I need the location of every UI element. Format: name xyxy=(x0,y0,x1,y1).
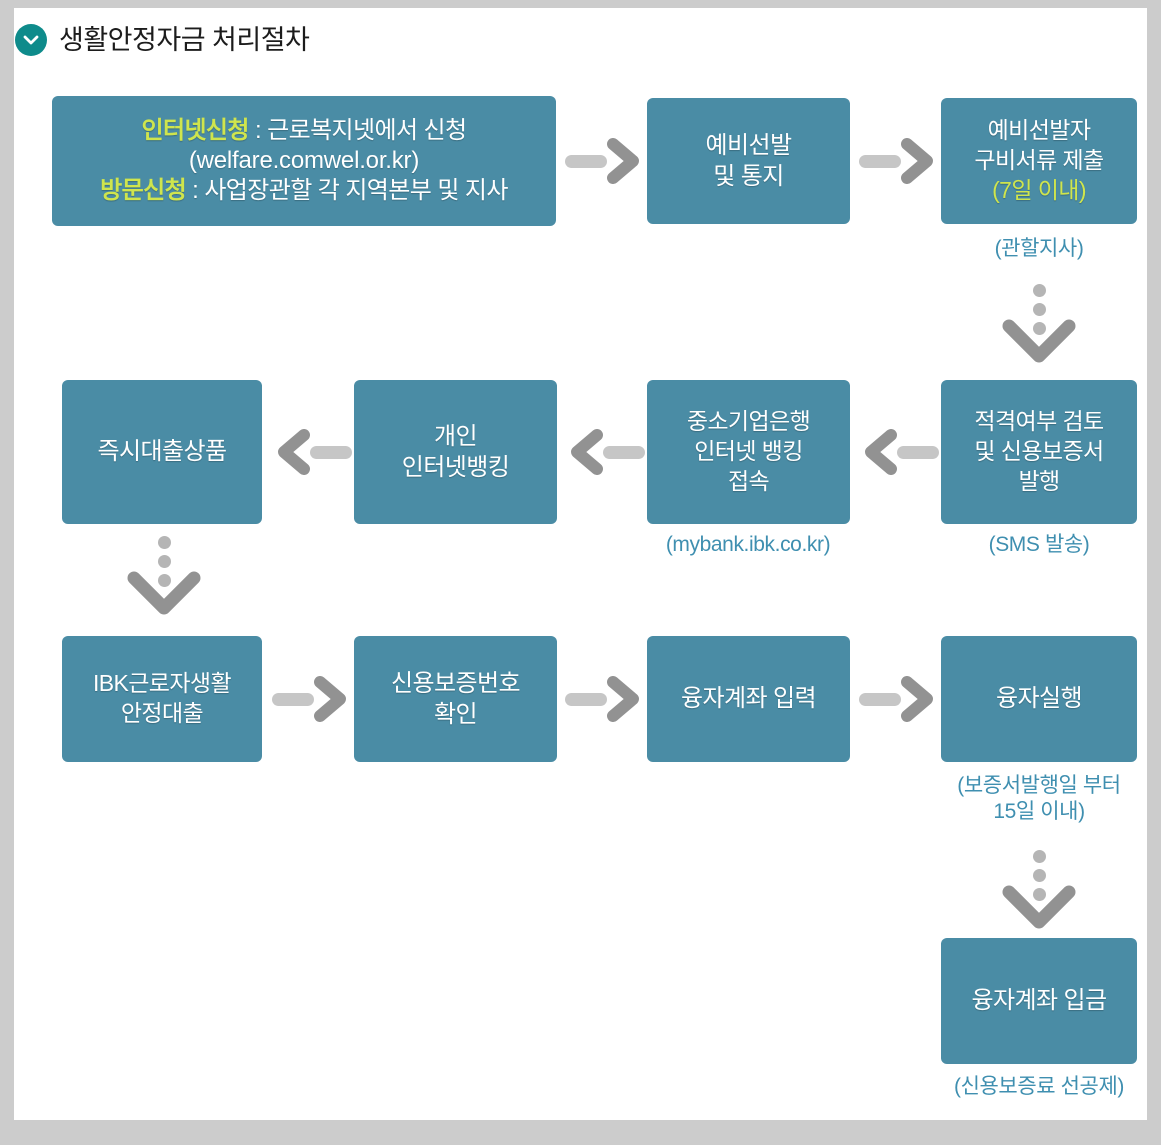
arrow-right-apply-to-preselect xyxy=(565,135,647,187)
flow-node-instant-loan-product-label: 즉시대출상품 xyxy=(97,438,227,466)
chevron-down-circle-icon[interactable] xyxy=(15,24,47,56)
arrow-right-preselect-to-documents xyxy=(859,135,941,187)
arrow-dot xyxy=(1032,888,1046,901)
arrow-dot xyxy=(157,536,171,549)
arrow-down-documents-to-review xyxy=(999,284,1079,365)
flow-node-review-label: 적격여부 검토 및 신용보증서 발행 xyxy=(974,408,1104,494)
arrow-dot xyxy=(1032,284,1046,297)
flow-node-ibk-worker-loan: IBK근로자생활 안정대출 xyxy=(62,636,262,762)
flow-node-loan-account-input: 융자계좌 입력 xyxy=(647,636,850,762)
arrow-dot xyxy=(1032,869,1046,882)
flow-node-loan-deposit-label: 융자계좌 입금 xyxy=(971,987,1108,1015)
caption-loan-deposit: (신용보증료 선공제) xyxy=(954,1075,1124,1098)
application-line-1: 인터넷신청 : 근로복지넷에서 신청 xyxy=(64,116,544,146)
content-panel: 생활안정자금 처리절차 인터넷신청 : 근로복지넷에서 신청 (welfare.… xyxy=(14,8,1147,1120)
arrow-dot xyxy=(1032,303,1046,316)
flow-node-application: 인터넷신청 : 근로복지넷에서 신청 (welfare.comwel.or.kr… xyxy=(52,96,556,226)
arrow-dot xyxy=(1032,850,1046,863)
caption-review: (SMS 발송) xyxy=(988,533,1090,556)
application-internet-text: 근로복지넷에서 신청 xyxy=(267,116,467,144)
flow-node-instant-loan-product: 즉시대출상품 xyxy=(62,380,262,524)
arrow-right-ibkloan-to-guaranteenumber xyxy=(272,673,354,725)
arrow-left-ibkbanking-to-personalbanking xyxy=(565,426,647,478)
arrow-down-instantloan-to-ibkloan xyxy=(124,536,204,617)
application-visit-sep: : xyxy=(186,177,205,205)
flow-node-personal-internet-banking: 개인 인터넷뱅킹 xyxy=(354,380,557,524)
arrow-dot xyxy=(157,555,171,568)
caption-documents: (관할지사) xyxy=(994,237,1084,260)
caption-loan-execution: (보증서발행일 부터 15일 이내) xyxy=(957,774,1121,823)
arrow-down-loanexecution-to-deposit xyxy=(999,850,1079,931)
arrow-dot xyxy=(1032,322,1046,335)
documents-deadline: (7일 이내) xyxy=(992,176,1086,203)
application-internet-label: 인터넷신청 xyxy=(141,116,249,144)
documents-line-2: 구비서류 제출 xyxy=(974,147,1104,174)
flow-node-preselect: 예비선발 및 통지 xyxy=(647,98,850,224)
flow-node-loan-deposit: 융자계좌 입금 xyxy=(941,938,1137,1064)
application-line-3: 방문신청 : 사업장관할 각 지역본부 및 지사 xyxy=(64,176,544,206)
application-url: (welfare.comwel.or.kr) xyxy=(188,146,420,174)
flow-node-loan-account-input-label: 융자계좌 입력 xyxy=(681,685,817,713)
flow-node-ibk-internet-banking: 중소기업은행 인터넷 뱅킹 접속 xyxy=(647,380,850,524)
application-internet-sep: : xyxy=(248,116,268,144)
flow-node-documents: 예비선발자 구비서류 제출 (7일 이내) xyxy=(941,98,1137,224)
panel-header: 생활안정자금 처리절차 xyxy=(14,18,310,62)
caption-ibk-internet-banking: (mybank.ibk.co.kr) xyxy=(665,533,831,556)
application-visit-text: 사업장관할 각 지역본부 및 지사 xyxy=(204,177,508,205)
flow-node-personal-internet-banking-label: 개인 인터넷뱅킹 xyxy=(401,422,510,481)
flow-node-guarantee-number-label: 신용보증번호 확인 xyxy=(391,669,520,728)
flow-node-guarantee-number: 신용보증번호 확인 xyxy=(354,636,557,762)
flow-node-ibk-internet-banking-label: 중소기업은행 인터넷 뱅킹 접속 xyxy=(686,408,811,494)
flow-node-loan-execution: 융자실행 xyxy=(941,636,1137,762)
flow-node-ibk-worker-loan-label: IBK근로자생활 안정대출 xyxy=(92,670,232,726)
arrow-right-accountinput-to-loanexecution xyxy=(859,673,941,725)
flow-node-preselect-label: 예비선발 및 통지 xyxy=(705,131,793,190)
flow-node-review: 적격여부 검토 및 신용보증서 발행 xyxy=(941,380,1137,524)
documents-line-1: 예비선발자 xyxy=(987,117,1091,144)
arrow-dot xyxy=(157,574,171,587)
flow-node-loan-execution-label: 융자실행 xyxy=(996,685,1083,713)
arrow-left-review-to-ibkbanking xyxy=(859,426,941,478)
arrow-left-personalbanking-to-instantloan xyxy=(272,426,354,478)
page-title: 생활안정자금 처리절차 xyxy=(59,24,310,55)
arrow-right-guaranteenumber-to-accountinput xyxy=(565,673,647,725)
application-visit-label: 방문신청 xyxy=(100,177,187,205)
